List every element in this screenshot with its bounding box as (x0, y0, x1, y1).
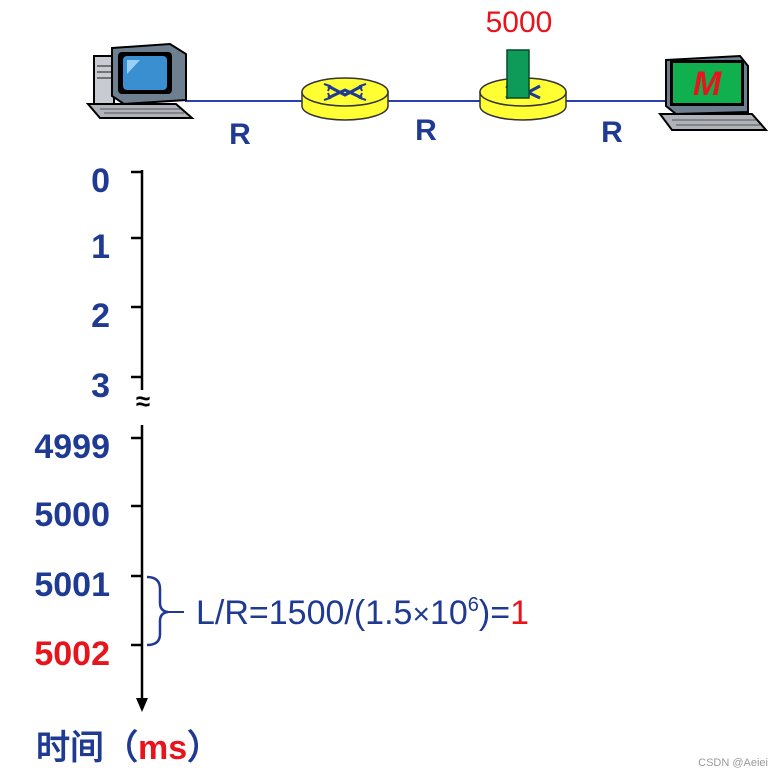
time-tick-label-4: 4999 (34, 428, 110, 466)
time-tick-label-1: 1 (91, 228, 110, 266)
formula-close: )= (479, 594, 510, 632)
formula-prefix: L/R=1500/(1.5 (196, 594, 412, 632)
source-computer-icon (85, 42, 195, 119)
axis-label-main: 时间（ (36, 728, 138, 767)
time-tick-label-2: 2 (91, 297, 110, 335)
packet-label: 5000 (486, 6, 553, 39)
time-tick-label-7: 5002 (34, 635, 110, 673)
time-tick-label-0: 0 (91, 162, 110, 200)
time-axis-arrowhead (136, 698, 148, 712)
axis-break-symbol: ≈ (136, 386, 150, 416)
packet-block (506, 49, 530, 99)
curly-brace (146, 575, 169, 647)
link-label-1: R (229, 118, 251, 151)
formula-base: 10 (430, 594, 468, 632)
formula-times: × (412, 598, 430, 631)
delay-formula: L/R=1500/(1.5×106)=1 (196, 594, 529, 632)
router-2-icon (479, 77, 567, 121)
delay-annotation: L/R=1500/(1.5×106)=1 (146, 575, 529, 647)
tick-layer: 0 1 2 3 4999 5000 5001 5002 (34, 162, 142, 673)
timeline: ≈ 0 1 2 3 4999 5000 5001 5002 时间（ms） (34, 162, 221, 767)
network-topology: 5000 M R R R (85, 6, 769, 151)
formula-result: 1 (510, 594, 529, 632)
formula-exponent: 6 (468, 594, 479, 616)
time-tick-label-6: 5001 (34, 566, 110, 604)
watermark: CSDN @Aeiei (698, 757, 768, 769)
axis-label-close: ） (187, 728, 221, 767)
axis-label-unit: ms (138, 729, 187, 767)
router-1-icon (301, 77, 389, 121)
axis-label: 时间（ms） (36, 728, 221, 767)
destination-screen-letter: M (693, 65, 722, 103)
link-label-3: R (601, 116, 623, 149)
time-tick-label-3: 3 (91, 367, 110, 405)
link-label-2: R (415, 114, 437, 147)
destination-computer-icon: M (658, 54, 769, 131)
time-tick-label-5: 5000 (34, 496, 110, 534)
